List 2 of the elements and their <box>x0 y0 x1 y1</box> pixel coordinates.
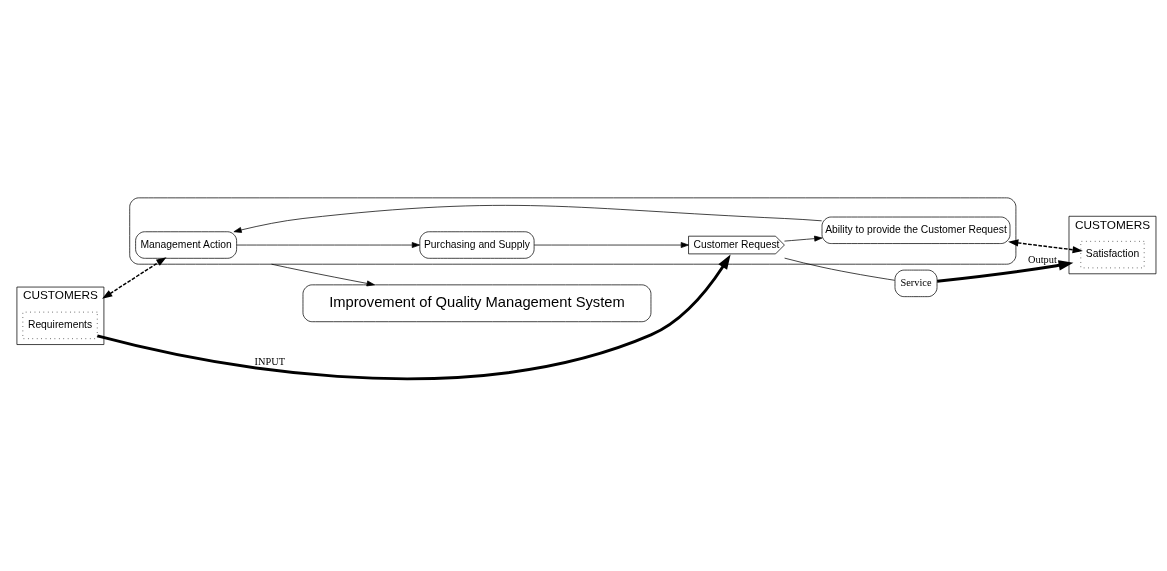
edge-label: INPUT <box>254 355 285 367</box>
edge-label: Output <box>1028 253 1057 265</box>
